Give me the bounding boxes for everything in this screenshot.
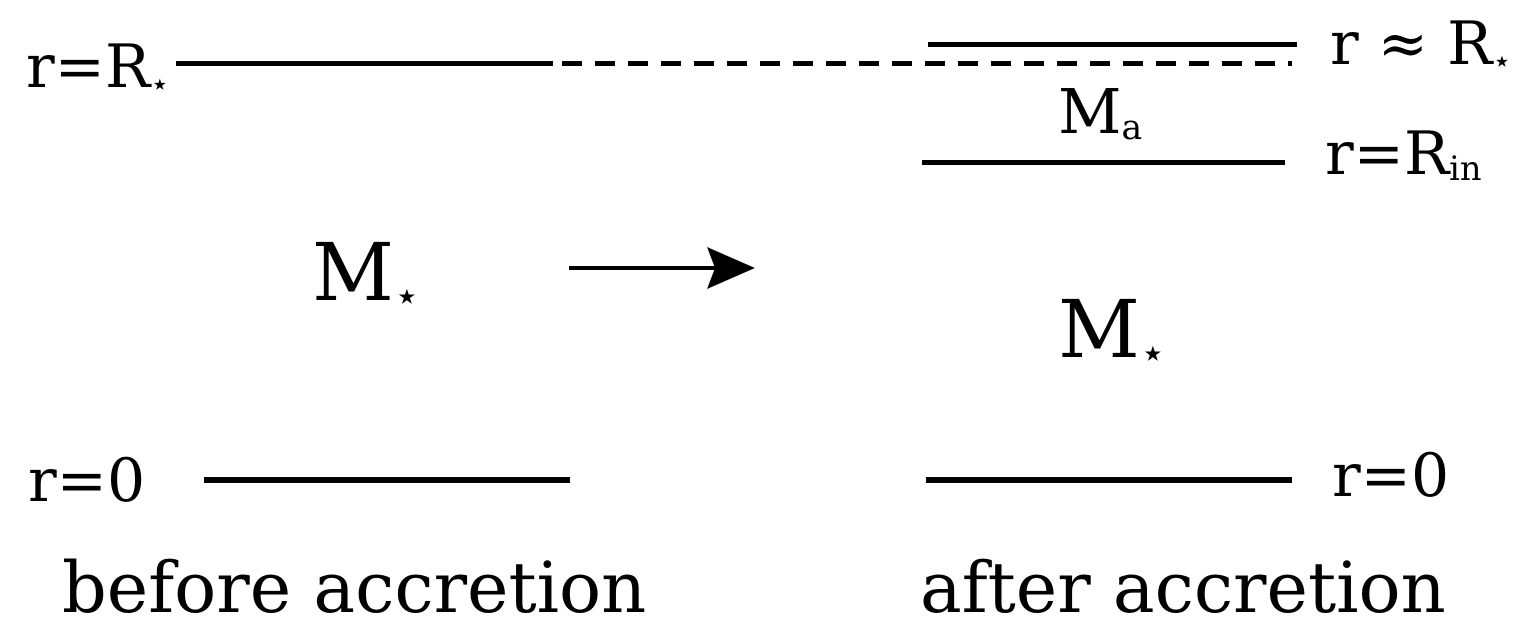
left-mass-label-subscript: ⋆ (393, 270, 420, 320)
transition-arrow (569, 247, 755, 289)
accreted-mass-label-subscript: a (1121, 108, 1143, 149)
right-caption: after accretion (920, 547, 1446, 629)
center-line-after (926, 477, 1292, 483)
left-center-label: r=0 (28, 446, 146, 516)
inner-radius-label: r=Rin (1325, 124, 1482, 186)
left-surface-label: r=R⋆ (26, 37, 170, 101)
surface-reference-dashed-line (562, 61, 1292, 66)
right-surface-label-base: r ≈ R (1330, 9, 1493, 79)
right-center-label: r=0 (1332, 441, 1450, 511)
left-surface-label-subscript: ⋆ (150, 66, 170, 103)
inner-radius-label-base: r=R (1325, 119, 1450, 189)
right-mass-label: M⋆ (1058, 290, 1166, 374)
left-mass-label-base: M (312, 226, 394, 319)
inner-radius-line (922, 160, 1285, 165)
left-caption: before accretion (62, 547, 647, 629)
accreted-mass-label: Ma (1058, 81, 1142, 146)
stellar-surface-line-after (928, 42, 1297, 47)
center-line-before (204, 477, 570, 483)
right-mass-label-subscript: ⋆ (1139, 327, 1166, 377)
right-surface-label: r ≈ R⋆ (1330, 14, 1512, 78)
stellar-surface-line-before (176, 61, 553, 66)
right-mass-label-base: M (1058, 283, 1140, 376)
left-mass-label: M⋆ (312, 233, 420, 317)
inner-radius-label-subscript: in (1449, 149, 1482, 189)
accreted-mass-label-base: M (1058, 75, 1122, 148)
arrow-head (707, 247, 755, 289)
left-surface-label-base: r=R (26, 32, 151, 102)
right-surface-label-subscript: ⋆ (1492, 43, 1512, 80)
